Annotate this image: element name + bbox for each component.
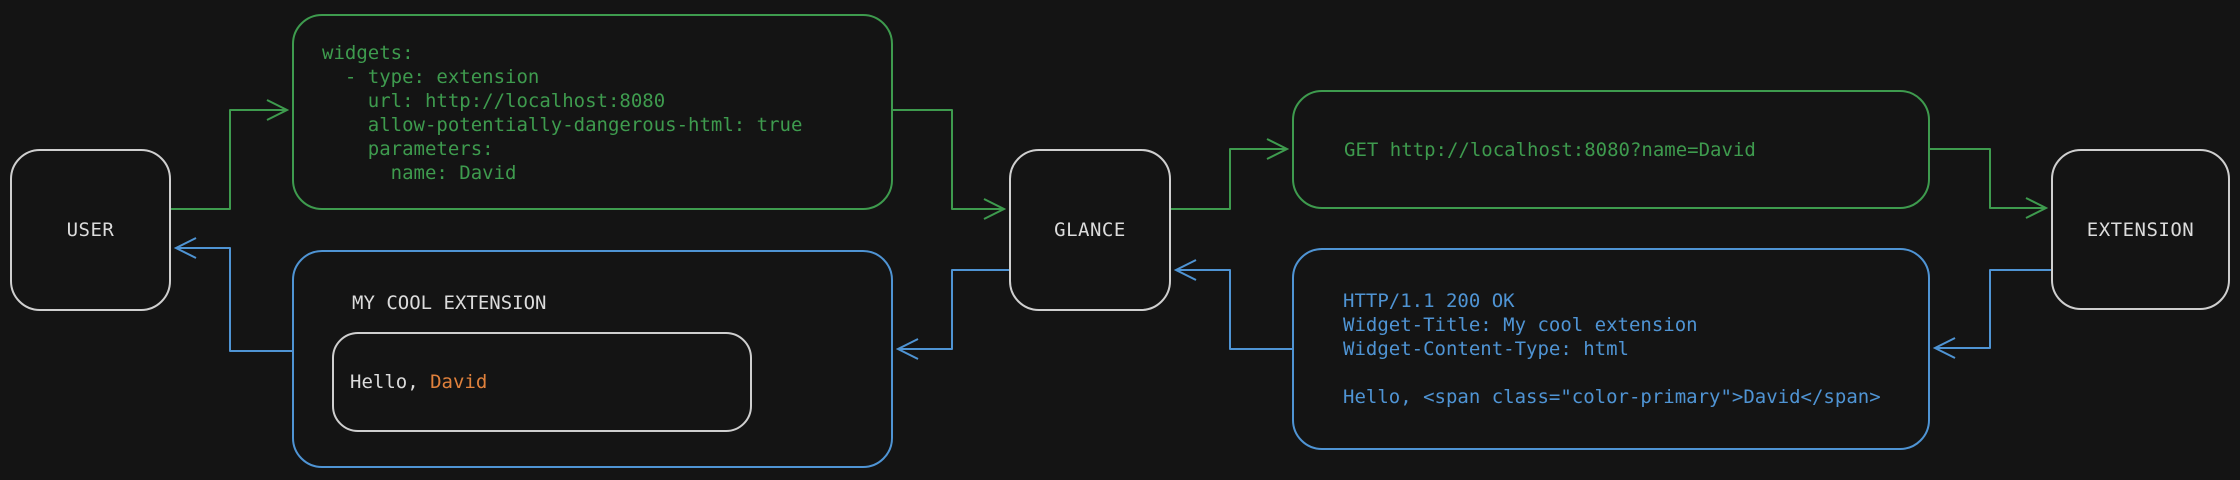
http-request-line: GET http://localhost:8080?name=David xyxy=(1344,138,1756,161)
http-response-box: HTTP/1.1 200 OK Widget-Title: My cool ex… xyxy=(1292,248,1930,450)
node-user-label: USER xyxy=(66,219,115,241)
arrow-glance-to-request xyxy=(1171,149,1287,210)
rendered-widget-box: MY COOL EXTENSION Hello, David xyxy=(292,250,893,468)
node-extension-label: EXTENSION xyxy=(2086,218,2195,241)
greeting-text: Hello, xyxy=(350,371,431,393)
arrow-config-to-glance xyxy=(893,109,1004,209)
node-glance-label: GLANCE xyxy=(1054,219,1126,241)
arrow-request-to-extension xyxy=(1930,148,2046,208)
node-extension: EXTENSION xyxy=(2051,149,2230,310)
arrow-response-to-glance xyxy=(1176,270,1292,350)
arrow-glance-to-widget xyxy=(898,269,1009,349)
arrow-user-to-config xyxy=(171,110,287,210)
config-yaml-code: widgets: - type: extension url: http://l… xyxy=(322,42,803,184)
widget-title: MY COOL EXTENSION xyxy=(352,292,547,314)
node-user: USER xyxy=(10,149,171,311)
http-request-box: GET http://localhost:8080?name=David xyxy=(1292,90,1930,209)
http-response-body: HTTP/1.1 200 OK Widget-Title: My cool ex… xyxy=(1343,290,1881,408)
config-yaml-box: widgets: - type: extension url: http://l… xyxy=(292,14,893,210)
arrow-extension-to-response xyxy=(1935,269,2051,348)
node-glance: GLANCE xyxy=(1009,149,1171,311)
widget-output-box: Hello, David xyxy=(332,332,752,432)
greeting-name-highlight: David xyxy=(430,371,488,393)
arrow-widget-to-user xyxy=(176,248,292,352)
